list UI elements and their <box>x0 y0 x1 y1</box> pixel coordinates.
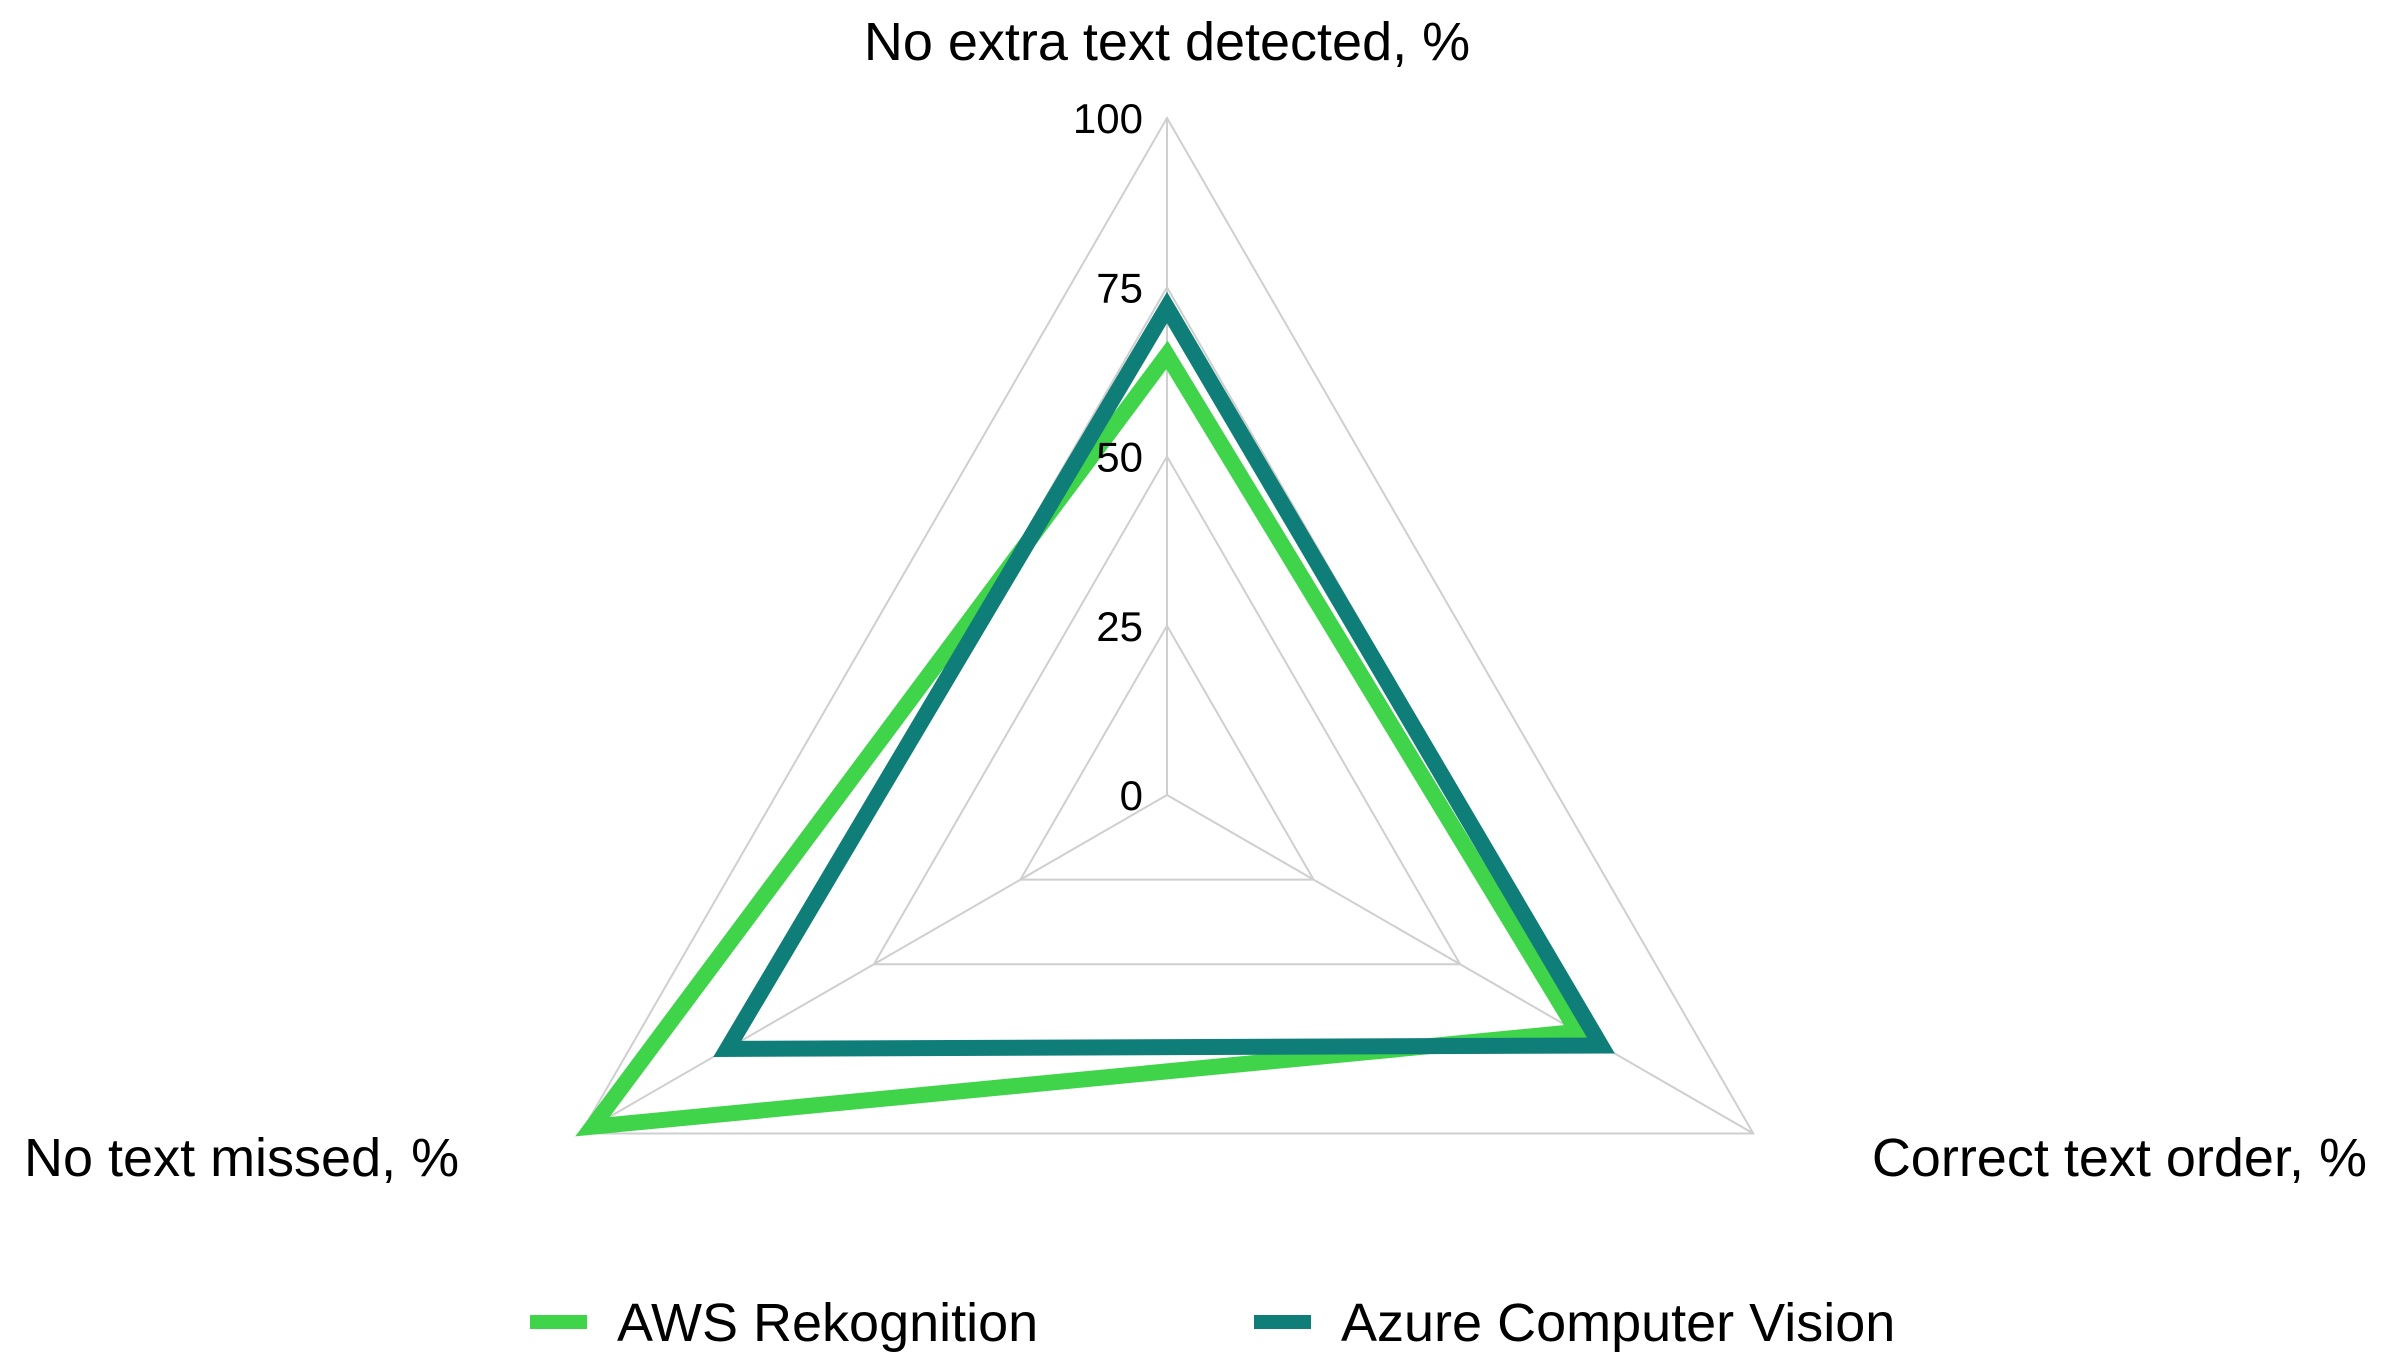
series-aws-rekognition <box>575 340 1591 1137</box>
axis-label-1: Correct text order, % <box>1872 1128 2367 1188</box>
series-layer <box>575 291 1615 1137</box>
axis-label-2: No text missed, % <box>24 1128 459 1188</box>
grid-ring-25 <box>1018 623 1316 881</box>
legend-label-azure-computer-vision: Azure Computer Vision <box>1341 1293 1895 1353</box>
axis-label-0: No extra text detected, % <box>864 12 1470 72</box>
legend-item-azure-computer-vision: Azure Computer Vision <box>1254 1293 1895 1353</box>
axis-spoke-2 <box>580 794 1168 1135</box>
legend-item-aws-rekognition: AWS Rekognition <box>530 1293 1038 1353</box>
series-azure-computer-vision <box>713 291 1615 1057</box>
axis-spoke-1 <box>1166 794 1754 1135</box>
tick-label-75: 75 <box>1096 264 1143 311</box>
legend: AWS Rekognition Azure Computer Vision <box>530 1293 1895 1353</box>
tick-layer: 0 25 50 75 100 <box>1073 95 1143 819</box>
tick-label-0: 0 <box>1120 772 1143 819</box>
axis-label-layer: No extra text detected, % Correct text or… <box>24 12 2367 1188</box>
tick-label-50: 50 <box>1096 434 1143 481</box>
tick-label-100: 100 <box>1073 95 1143 142</box>
tick-label-25: 25 <box>1096 603 1143 650</box>
grid-ring-100 <box>578 116 1756 1135</box>
legend-label-aws-rekognition: AWS Rekognition <box>617 1293 1038 1353</box>
grid-ring-50 <box>872 454 1462 966</box>
grid-layer <box>578 116 1756 1135</box>
